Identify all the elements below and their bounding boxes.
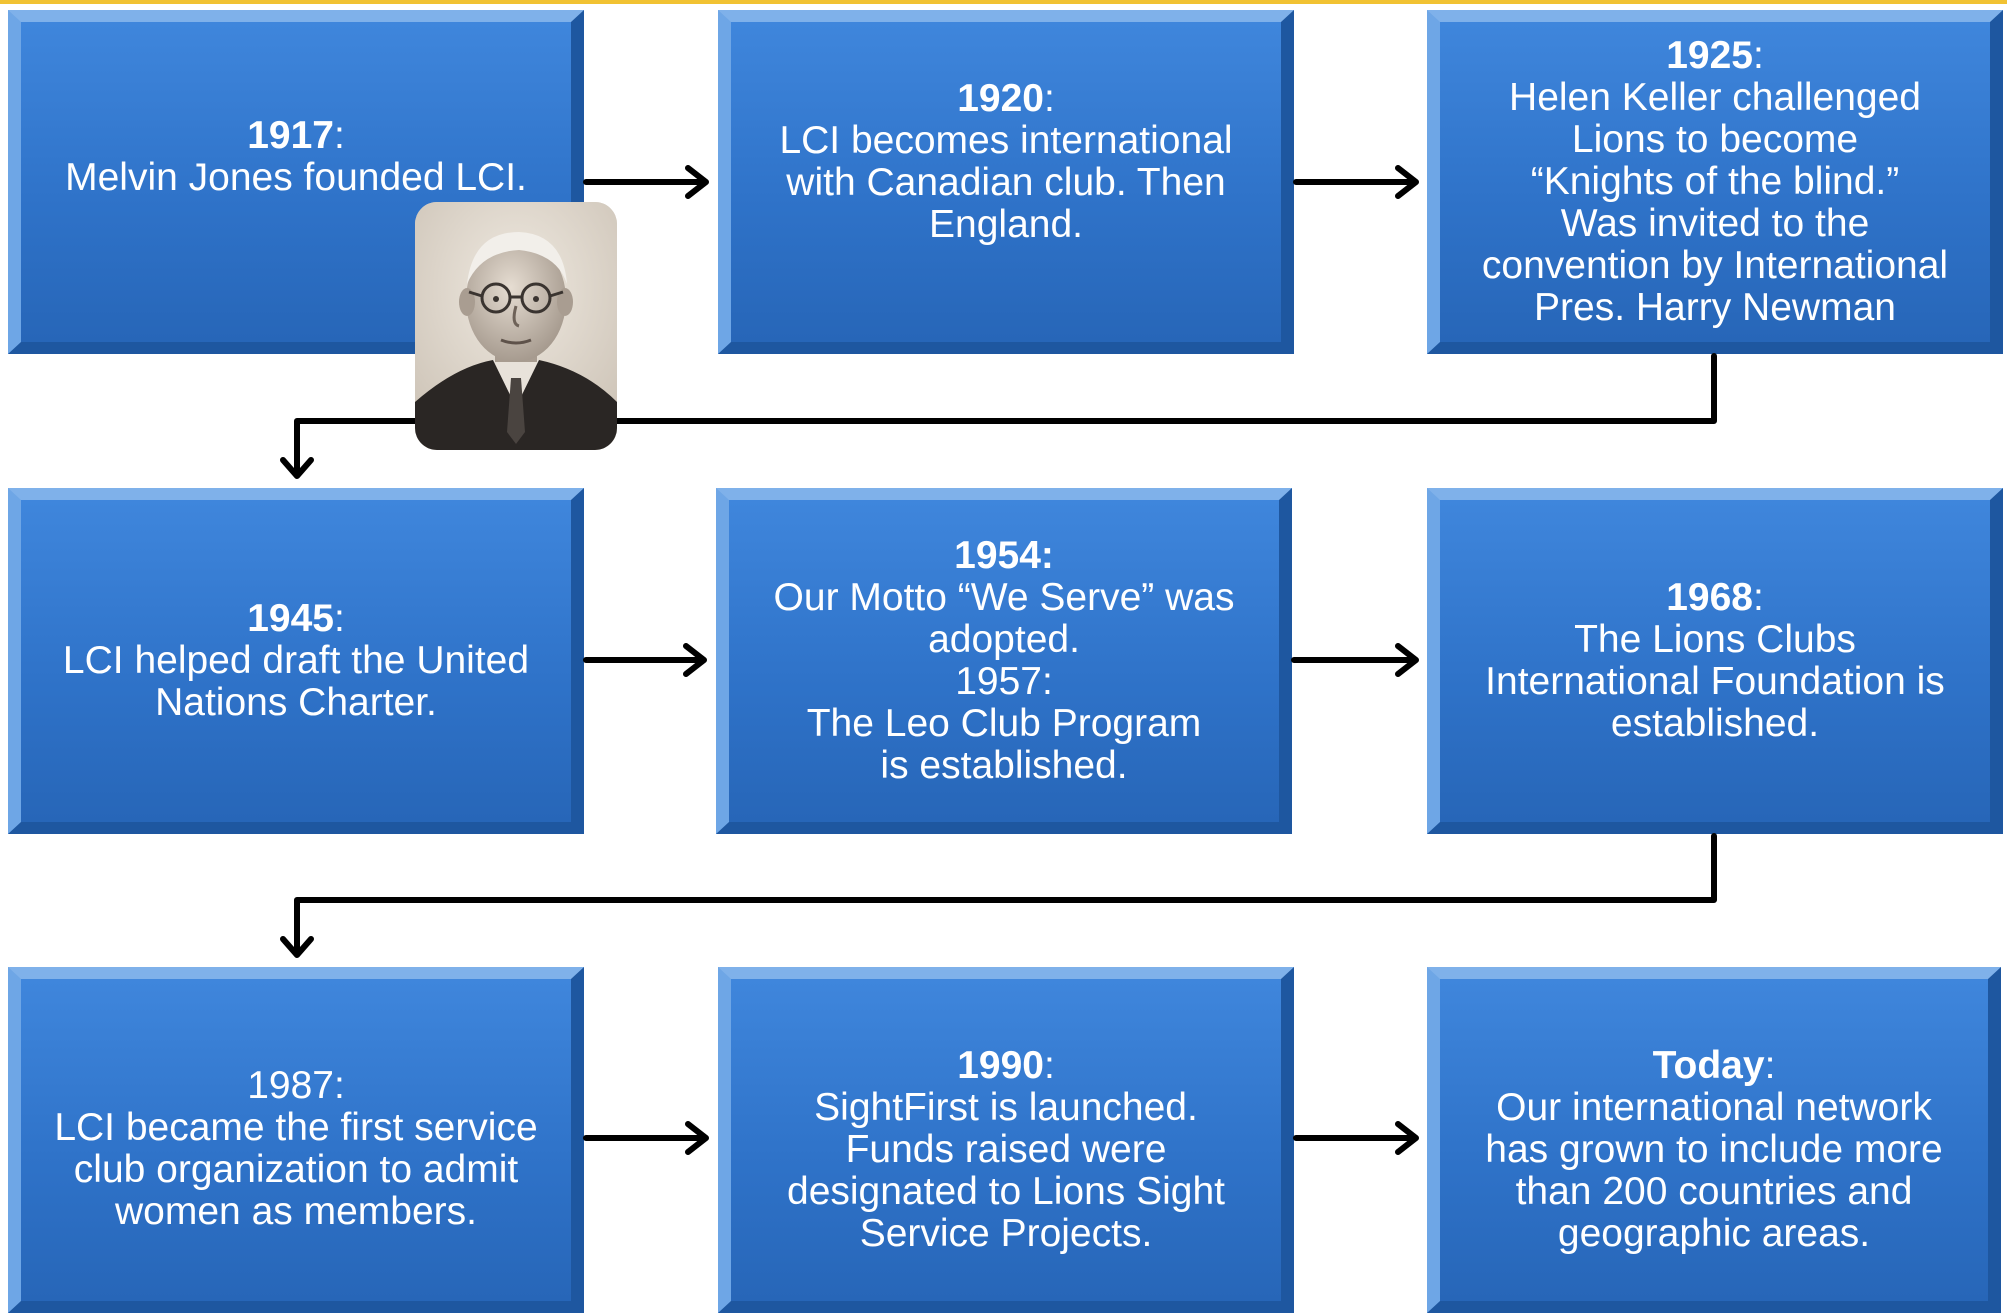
box-text-line: International Foundation is (1485, 660, 1945, 703)
timeline-box-today: Today: Our international network has gro… (1427, 967, 2001, 1313)
box-text-line: The Lions Clubs (1574, 618, 1856, 661)
timeline-box-1954: 1954: Our Motto “We Serve” was adopted. … (716, 488, 1292, 834)
timeline-box-1920: 1920: LCI becomes international with Can… (718, 10, 1294, 354)
box-text-line: with Canadian club. Then (786, 161, 1226, 204)
box-text-line: Lions to become (1571, 118, 1859, 161)
box-text-line: LCI became the first service (54, 1106, 538, 1149)
timeline-box-1968: 1968: The Lions Clubs International Foun… (1427, 488, 2003, 834)
box-text-line: “Knights of the blind.” (1530, 160, 1900, 203)
arrow-1990-today (1293, 1121, 1419, 1155)
timeline-box-1925: 1925: Helen Keller challenged Lions to b… (1427, 10, 2003, 354)
box-text-line: convention by International (1481, 244, 1949, 287)
box-text-line: adopted. (928, 618, 1080, 661)
box-year: 1968 (1666, 576, 1753, 619)
box-year: 1917 (247, 114, 334, 157)
timeline-box-1987: 1987: LCI became the first service club … (8, 967, 584, 1313)
arrow-1920-1925 (1293, 165, 1419, 199)
box-text-line: Our international network (1496, 1086, 1932, 1129)
box-year: 1990 (957, 1044, 1044, 1087)
box-year: 1925 (1666, 34, 1753, 77)
arrow-1954-1968 (1291, 643, 1419, 677)
box-text-line: Service Projects. (859, 1212, 1153, 1255)
box-text-line: 1957: (955, 660, 1053, 703)
box-text-line: Funds raised were (845, 1128, 1167, 1171)
arrow-1968-1987 (280, 833, 1717, 958)
box-text-line: women as members. (115, 1190, 477, 1233)
box-year: 1954: (954, 534, 1054, 577)
box-text-line: Helen Keller challenged (1509, 76, 1921, 119)
portrait-photo-icon (415, 202, 617, 450)
box-year: 1945 (247, 597, 334, 640)
box-text-line: Was invited to the (1560, 202, 1870, 245)
timeline-box-1945: 1945: LCI helped draft the United Nation… (8, 488, 584, 834)
box-text-line: designated to Lions Sight (787, 1170, 1225, 1213)
timeline-box-1990: 1990: SightFirst is launched. Funds rais… (718, 967, 1294, 1313)
box-text-line: England. (929, 203, 1083, 246)
box-text-line: The Leo Club Program (806, 702, 1202, 745)
top-rule (0, 0, 2007, 4)
box-text-line: has grown to include more (1485, 1128, 1943, 1171)
box-text-line: club organization to admit (73, 1148, 519, 1191)
box-text-line: LCI becomes international (779, 119, 1233, 162)
arrow-1917-1920 (583, 165, 709, 199)
box-text-line: established. (1610, 702, 1820, 745)
box-text-line: Pres. Harry Newman (1534, 286, 1896, 329)
box-text-line: SightFirst is launched. (814, 1086, 1198, 1129)
arrow-1987-1990 (583, 1121, 709, 1155)
arrow-1945-1954 (583, 643, 707, 677)
box-text-line: is established. (880, 744, 1128, 787)
arrow-1925-1945 (280, 353, 1717, 479)
box-text-line: LCI helped draft the United (62, 639, 530, 682)
box-text-line: geographic areas. (1557, 1212, 1871, 1255)
box-text-line: Melvin Jones founded LCI. (65, 156, 527, 199)
box-year: Today (1652, 1044, 1765, 1087)
box-text-line: Nations Charter. (155, 681, 437, 724)
box-year: 1920 (957, 77, 1044, 120)
box-text-line: than 200 countries and (1515, 1170, 1913, 1213)
box-text-line: Our Motto “We Serve” was (773, 576, 1235, 619)
box-text-line: 1987: (247, 1064, 345, 1107)
